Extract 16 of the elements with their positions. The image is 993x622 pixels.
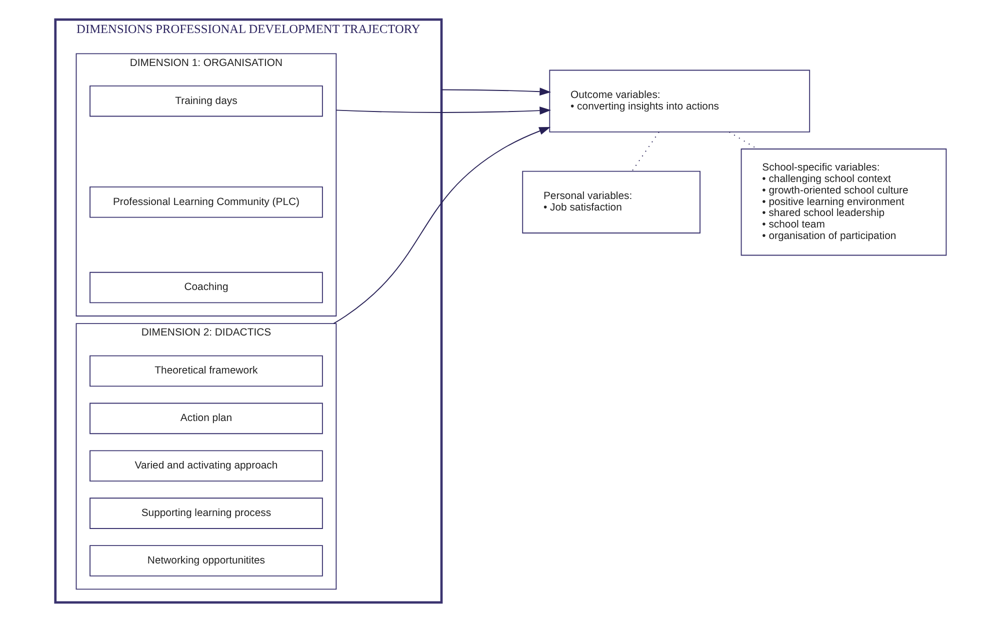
node-box: Training days bbox=[89, 85, 322, 117]
node-box: Supporting learning process bbox=[89, 498, 322, 529]
node-box: Personal variables: • Job satisfaction bbox=[522, 170, 700, 234]
arrow bbox=[440, 88, 551, 96]
node-box: Varied and activating approach bbox=[89, 450, 322, 482]
node-box: Coaching bbox=[89, 272, 322, 304]
arrow bbox=[335, 106, 551, 115]
node-box: Action plan bbox=[89, 402, 322, 434]
arrow bbox=[332, 126, 550, 324]
node-box: Professional Learning Community (PLC) bbox=[89, 186, 322, 218]
node-box: Outcome variables: • converting insights into actions bbox=[548, 70, 810, 132]
connector bbox=[630, 132, 659, 172]
node-box: School-specific variables: • challenging school context • growth-oriented school culture • positive learning environment • shared school leadership • school team • organisation of participation bbox=[740, 148, 946, 256]
connector bbox=[728, 132, 758, 150]
node-box: Networking opportunitites bbox=[89, 545, 322, 576]
node-box: Theoretical framework bbox=[89, 355, 322, 387]
